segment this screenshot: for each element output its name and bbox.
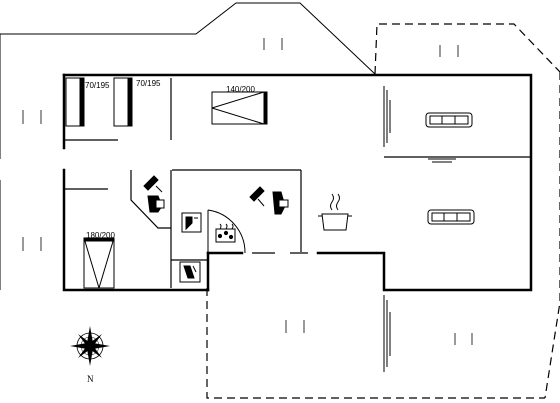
toilet-icon: [147, 195, 165, 213]
washing-machine-icon: [181, 212, 202, 233]
compass-rose-icon: [70, 326, 110, 366]
terrace-outline-south-dashed: [206, 288, 545, 399]
terrace-outline-north: [0, 2, 376, 290]
cooking-pot-icon: [318, 193, 352, 231]
bed-2-size-label: 70/195: [136, 79, 161, 88]
compass-north-label: N: [87, 374, 94, 384]
fireplace-icon: [428, 158, 456, 163]
dishwasher-icon: [179, 261, 201, 283]
toilet-icon: [272, 191, 289, 215]
sofa-icon: [425, 112, 473, 128]
bed-1: [65, 77, 85, 127]
door-swing: [207, 209, 246, 254]
sofa-icon: [427, 209, 475, 225]
bed-4-size-label: 180/200: [86, 231, 115, 240]
bed-4: [83, 237, 115, 289]
exterior-walls: [62, 73, 533, 292]
shower-icon: [249, 186, 265, 207]
deck-marks: [22, 38, 473, 345]
windows: [383, 86, 391, 372]
hot-tub-icon: [215, 223, 236, 243]
terrace-outline-east-dashed: [374, 23, 560, 399]
interior-walls: [64, 78, 531, 288]
bed-2: [113, 77, 133, 127]
bed-3-size-label: 140/200: [226, 85, 255, 94]
bed-1-size-label: 70/195: [85, 81, 110, 90]
shower-icon: [143, 175, 163, 193]
bed-3: [211, 91, 268, 125]
